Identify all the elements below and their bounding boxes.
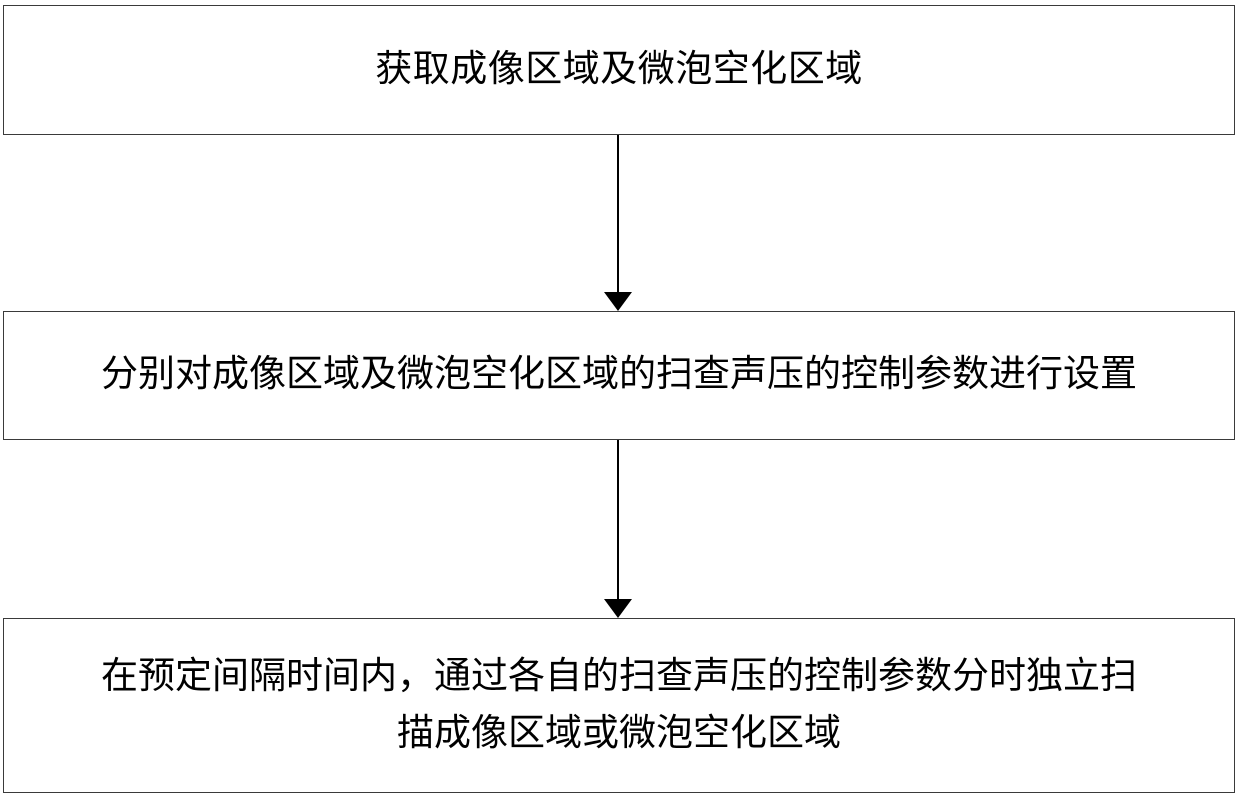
flowchart-node-step-3-label: 在预定间隔时间内，通过各自的扫查声压的控制参数分时独立扫 描成像区域或微泡空化区… — [101, 656, 1137, 754]
arrow-head-icon — [604, 292, 632, 311]
arrow-head-icon — [604, 599, 632, 618]
arrow-stem — [617, 440, 619, 600]
flowchart-node-step-1-label: 获取成像区域及微泡空化区域 — [375, 48, 863, 90]
arrow-stem — [617, 135, 619, 293]
flowchart-node-step-3: 在预定间隔时间内，通过各自的扫查声压的控制参数分时独立扫 描成像区域或微泡空化区… — [3, 618, 1235, 793]
flowchart-node-step-1: 获取成像区域及微泡空化区域 — [3, 5, 1235, 135]
flowchart-node-step-2-label: 分别对成像区域及微泡空化区域的扫查声压的控制参数进行设置 — [101, 354, 1137, 396]
flowchart-arrow-2 — [604, 440, 632, 618]
flowchart-arrow-1 — [604, 135, 632, 311]
flowchart-node-step-2: 分别对成像区域及微泡空化区域的扫查声压的控制参数进行设置 — [3, 311, 1235, 440]
